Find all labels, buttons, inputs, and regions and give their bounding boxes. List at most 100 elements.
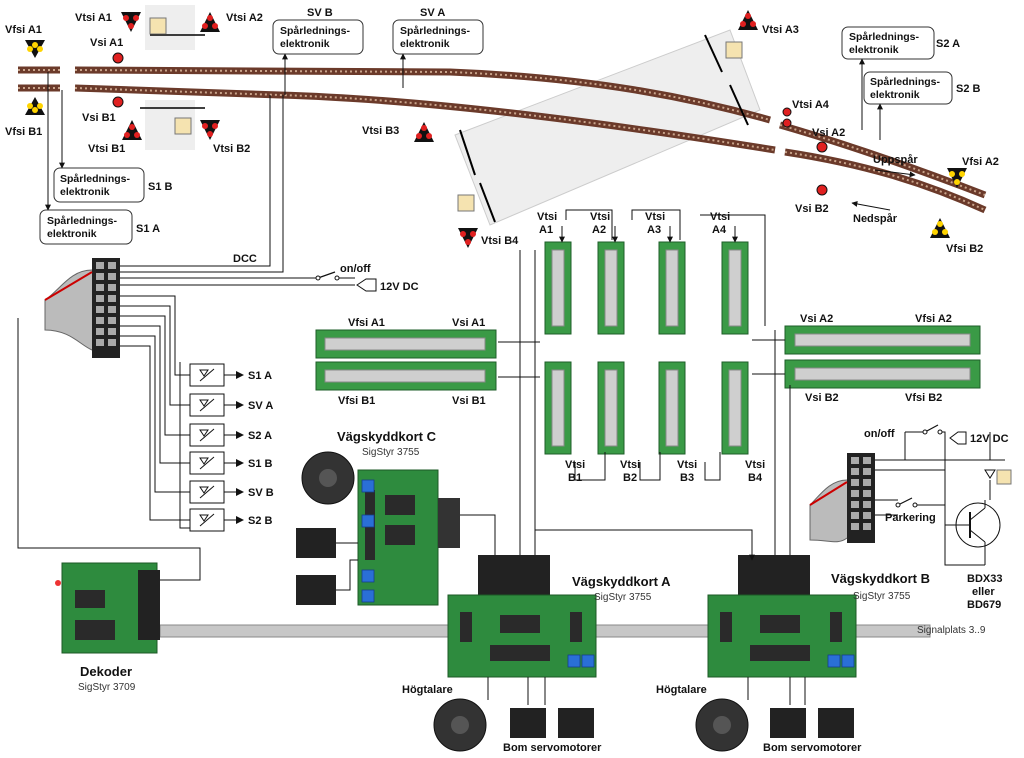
optocoupler-label: S2 B	[248, 515, 273, 527]
optocoupler: S1 A	[189, 363, 272, 387]
optocoupler: SV B	[189, 480, 274, 504]
card-a	[433, 555, 597, 752]
optocoupler-label: SV A	[248, 400, 273, 412]
label-board-vsi-b2: Vsi B2	[805, 392, 839, 404]
label-signalplats: Signalplats 3..9	[917, 625, 986, 636]
detector-box-s2-a	[841, 26, 935, 60]
vtsi-top-label: Vtsi	[645, 211, 665, 223]
label-vtsi-a4: Vtsi A4	[792, 99, 830, 111]
detector-s2a-line1: Spårlednings-	[849, 31, 920, 43]
label-vfsi-a1: Vfsi A1	[5, 24, 42, 36]
label-board-vfsi-a1: Vfsi A1	[348, 317, 385, 329]
label-transistor-1: BDX33	[967, 573, 1002, 585]
diode-icon	[984, 469, 996, 479]
servo-b-icon	[818, 708, 854, 738]
optocoupler-label: S1 B	[248, 458, 273, 470]
label-s1-b: S1 B	[148, 181, 173, 193]
label-sv-b: SV B	[307, 7, 333, 19]
crossing-light-icon	[996, 469, 1012, 485]
detector-sv-a-line2: elektronik	[400, 38, 450, 50]
detector-box-s2-b	[863, 71, 953, 105]
card-b-title: Vägskyddkort B	[831, 571, 930, 586]
vtsi-bottom-label: Vtsi	[620, 459, 640, 471]
detector-box-sv-b	[272, 19, 364, 55]
vtsi-top-label: A2	[592, 224, 606, 236]
signal-driver-boards: Vfsi A1 Vsi A1 Vfsi B1 Vsi B1 Vsi A2 Vfs…	[315, 209, 981, 560]
card-c	[296, 451, 496, 606]
vtsi-bottom-label: B2	[623, 472, 637, 484]
label-vsi-a1: Vsi A1	[90, 37, 123, 49]
vtsi-bottom-label: Vtsi	[565, 459, 585, 471]
signal-vtsi-a2-icon	[200, 12, 220, 32]
servo-icon	[296, 528, 336, 558]
label-onoff-2: on/off	[864, 428, 895, 440]
label-nedspar: Nedspår	[853, 213, 898, 225]
vtsi-bottom-label: Vtsi	[745, 459, 765, 471]
track-plan	[18, 5, 987, 226]
optocoupler: S2 A	[189, 423, 272, 447]
signal-vtsi-b4-icon	[458, 228, 478, 248]
label-vtsi-a1: Vtsi A1	[75, 12, 112, 24]
track-detectors: SV B Spårlednings- elektronik SV A Spårl…	[39, 7, 981, 245]
label-s1-a: S1 A	[136, 223, 160, 235]
label-dcc: DCC	[233, 253, 257, 265]
card-b	[535, 529, 857, 752]
label-vsi-b1: Vsi B1	[82, 112, 116, 124]
plug-icon	[949, 431, 967, 445]
signal-vtsi-b3-icon	[414, 122, 434, 142]
signal-vtsi-a4-icon	[782, 107, 792, 128]
terminal-block-left	[44, 258, 120, 358]
detector-s2b-line2: elektronik	[870, 89, 920, 101]
vtsi-top-label: A4	[712, 224, 727, 236]
vtsi-top-label: A1	[539, 224, 553, 236]
card-c-sub: SigStyr 3755	[362, 447, 420, 458]
vtsi-top-label: Vtsi	[590, 211, 610, 223]
label-vsi-a2: Vsi A2	[812, 127, 845, 139]
label-board-vfsi-b2: Vfsi B2	[905, 392, 942, 404]
label-s2-a: S2 A	[936, 38, 960, 50]
signal-vfsi-b2-icon	[930, 218, 950, 238]
servo-icon	[296, 575, 336, 605]
label-board-vsi-a1: Vsi A1	[452, 317, 485, 329]
detector-box-s1-a	[39, 209, 133, 245]
label-s2-b: S2 B	[956, 83, 981, 95]
label-parkering: Parkering	[885, 512, 936, 524]
vtsi-bottom-label: Vtsi	[677, 459, 697, 471]
detector-s1b-line2: elektronik	[60, 186, 110, 198]
crossing-light-icon	[725, 41, 743, 59]
optocoupler-label: S1 A	[248, 370, 272, 382]
servo-b-icon	[770, 708, 806, 738]
optocoupler: SV A	[189, 393, 273, 417]
card-a-title: Vägskyddkort A	[572, 574, 671, 589]
detector-sv-b-line1: Spårlednings-	[280, 25, 351, 37]
vtsi-bottom-label: B4	[748, 472, 763, 484]
label-vtsi-a3: Vtsi A3	[762, 24, 799, 36]
card-a-sub: SigStyr 3755	[594, 592, 652, 603]
signal-vtsi-b2-icon	[200, 120, 220, 140]
label-hogtalare-a: Högtalare	[402, 684, 453, 696]
vtsi-bottom-label: B1	[568, 472, 582, 484]
label-vsi-b2: Vsi B2	[795, 203, 829, 215]
crossing-light-icon	[457, 194, 475, 212]
label-12v-2: 12V DC	[970, 433, 1009, 445]
signal-vfsi-b1-icon	[25, 97, 45, 115]
decoder-title: Dekoder	[80, 664, 132, 679]
signal-vtsi-a1-icon	[121, 12, 141, 32]
detector-box-sv-a	[392, 19, 484, 55]
servo-a-icon	[510, 708, 546, 738]
label-bom-b: Bom servomotorer	[763, 742, 862, 754]
signal-vsi-b1-icon	[112, 96, 124, 108]
servo-a-icon	[558, 708, 594, 738]
optocoupler: S1 B	[189, 451, 273, 475]
detector-s1a-line2: elektronik	[47, 228, 97, 240]
detector-s2b-line1: Spårlednings-	[870, 76, 941, 88]
optocoupler-label: SV B	[248, 487, 274, 499]
decoder-sub: SigStyr 3709	[78, 682, 136, 693]
signal-vfsi-a1-icon	[25, 40, 45, 58]
signal-vsi-a1-icon	[112, 52, 124, 64]
crossing-light-icon	[149, 17, 167, 35]
label-onoff-1: on/off	[340, 263, 371, 275]
vtsi-top-label: Vtsi	[537, 211, 557, 223]
detector-s1b-line1: Spårlednings-	[60, 173, 131, 185]
